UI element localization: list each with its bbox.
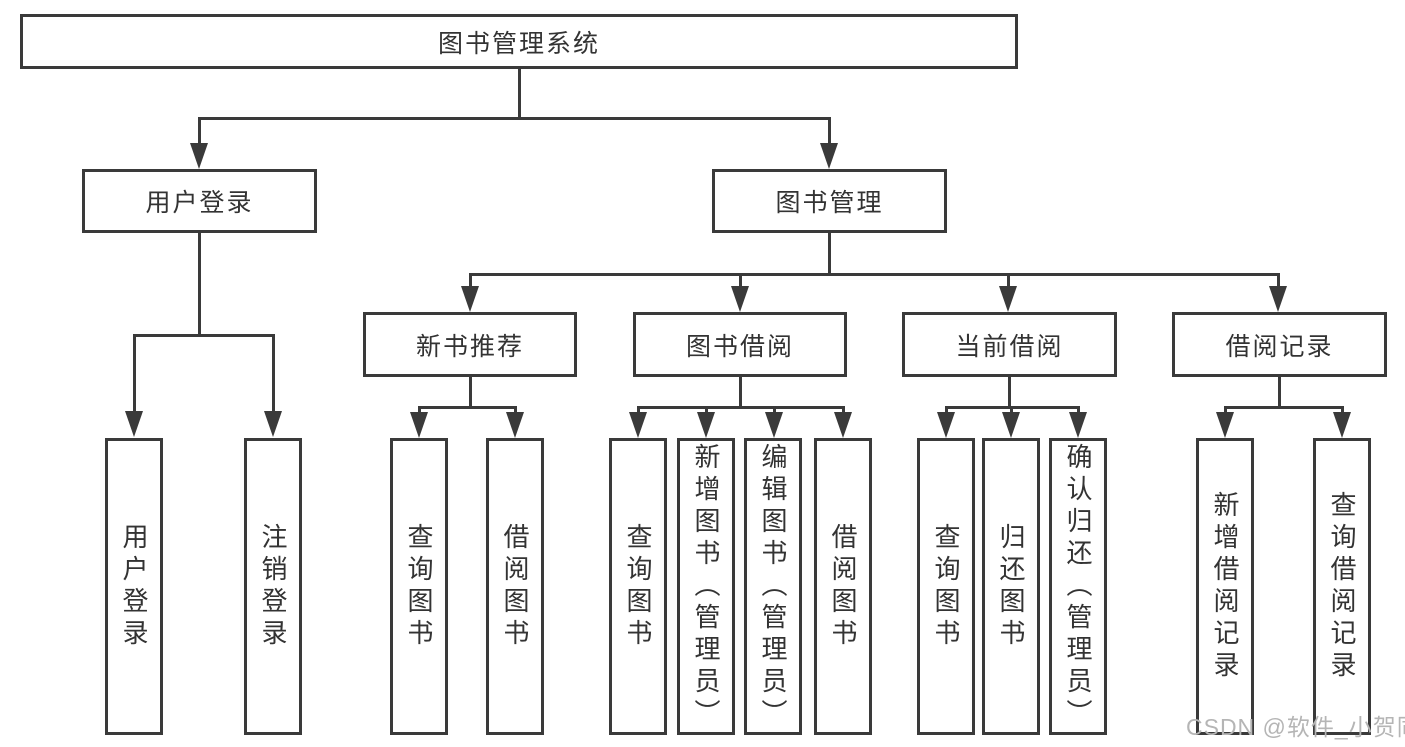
node-borrowing-records: 借阅记录 (1172, 312, 1387, 377)
leaf-label: 查询图书 (931, 522, 961, 651)
arrow-down-icon (1333, 412, 1351, 438)
edge-drop (1077, 406, 1080, 415)
leaf-label: 归还图书 (996, 522, 1026, 651)
arrow-down-icon (937, 412, 955, 438)
leaf-label: 编辑图书（管理员） (758, 442, 788, 731)
arrow-down-icon (697, 412, 715, 438)
edge-drop (1010, 406, 1013, 415)
arrow-down-icon (820, 143, 838, 169)
edge-root-stem (518, 69, 521, 117)
node-leaf-logout: 注销登录 (244, 438, 302, 735)
edge-drop (705, 406, 708, 415)
arrow-down-icon (264, 411, 282, 437)
edge-stem (469, 377, 472, 406)
leaf-label: 查询图书 (404, 522, 434, 651)
node-leaf-borrow-books: 借阅图书 (486, 438, 544, 735)
edge-stem (739, 377, 742, 406)
arrow-down-icon (1002, 412, 1020, 438)
edge-drop (842, 406, 845, 415)
node-library-management-system: 图书管理系统 (20, 14, 1018, 69)
arrow-down-icon (410, 412, 428, 438)
node-leaf-query-borrow-record: 查询借阅记录 (1313, 438, 1371, 735)
arrow-down-icon (629, 412, 647, 438)
edge-drop (198, 117, 201, 145)
leaf-label: 确认归还（管理员） (1063, 442, 1093, 731)
arrow-down-icon (765, 412, 783, 438)
node-user-login: 用户登录 (82, 169, 317, 233)
leaf-label: 查询图书 (623, 522, 653, 651)
arrow-down-icon (1269, 286, 1287, 312)
csdn-watermark: CSDN @软件_小贺同学 (1186, 714, 1405, 740)
edge-drop (469, 273, 472, 287)
edge-user-login-bar (133, 334, 275, 337)
node-leaf-edit-books-admin: 编辑图书（管理员） (744, 438, 802, 735)
edge-level2-bar (469, 273, 1280, 276)
arrow-down-icon (731, 286, 749, 312)
arrow-down-icon (1216, 412, 1234, 438)
edge-stem (1278, 377, 1281, 406)
arrow-down-icon (506, 412, 524, 438)
edge-drop (945, 406, 948, 415)
node-leaf-add-books-admin: 新增图书（管理员） (677, 438, 735, 735)
edge-drop (514, 406, 517, 415)
arrow-down-icon (834, 412, 852, 438)
edge-drop (418, 406, 421, 415)
edge-drop (1224, 406, 1227, 415)
node-leaf-borrow-books: 借阅图书 (814, 438, 872, 735)
node-leaf-user-login: 用户登录 (105, 438, 163, 735)
edge-stem (1008, 377, 1011, 406)
arrow-down-icon (125, 411, 143, 437)
edge-bar (637, 406, 845, 409)
edge-drop (133, 334, 136, 411)
node-book-management: 图书管理 (712, 169, 947, 233)
node-leaf-query-books: 查询图书 (917, 438, 975, 735)
node-current-borrowing: 当前借阅 (902, 312, 1117, 377)
edge-drop (1341, 406, 1344, 415)
node-leaf-return-books: 归还图书 (982, 438, 1040, 735)
edge-user-login-stem (198, 233, 201, 334)
leaf-label: 用户登录 (119, 522, 149, 651)
edge-drop (773, 406, 776, 415)
leaf-label: 注销登录 (258, 522, 288, 651)
edge-book-mgmt-stem (828, 233, 831, 273)
edge-drop (272, 334, 275, 411)
node-leaf-query-books: 查询图书 (390, 438, 448, 735)
edge-bar (1224, 406, 1343, 409)
arrow-down-icon (190, 143, 208, 169)
edge-level1-bar (198, 117, 831, 120)
leaf-label: 新增图书（管理员） (691, 442, 721, 731)
arrow-down-icon (1069, 412, 1087, 438)
edge-bar (418, 406, 517, 409)
leaf-label: 借阅图书 (500, 522, 530, 651)
leaf-label: 借阅图书 (828, 522, 858, 651)
node-leaf-query-books: 查询图书 (609, 438, 667, 735)
node-leaf-add-borrow-record: 新增借阅记录 (1196, 438, 1254, 735)
arrow-down-icon (461, 286, 479, 312)
node-leaf-confirm-return-admin: 确认归还（管理员） (1049, 438, 1107, 735)
edge-drop (828, 117, 831, 145)
leaf-label: 新增借阅记录 (1210, 490, 1240, 683)
edge-drop (1277, 273, 1280, 287)
node-new-book-recommendation: 新书推荐 (363, 312, 577, 377)
arrow-down-icon (999, 286, 1017, 312)
node-book-borrowing: 图书借阅 (633, 312, 847, 377)
edge-drop (1007, 273, 1010, 287)
edge-drop (739, 273, 742, 287)
edge-drop (637, 406, 640, 415)
leaf-label: 查询借阅记录 (1327, 490, 1357, 683)
